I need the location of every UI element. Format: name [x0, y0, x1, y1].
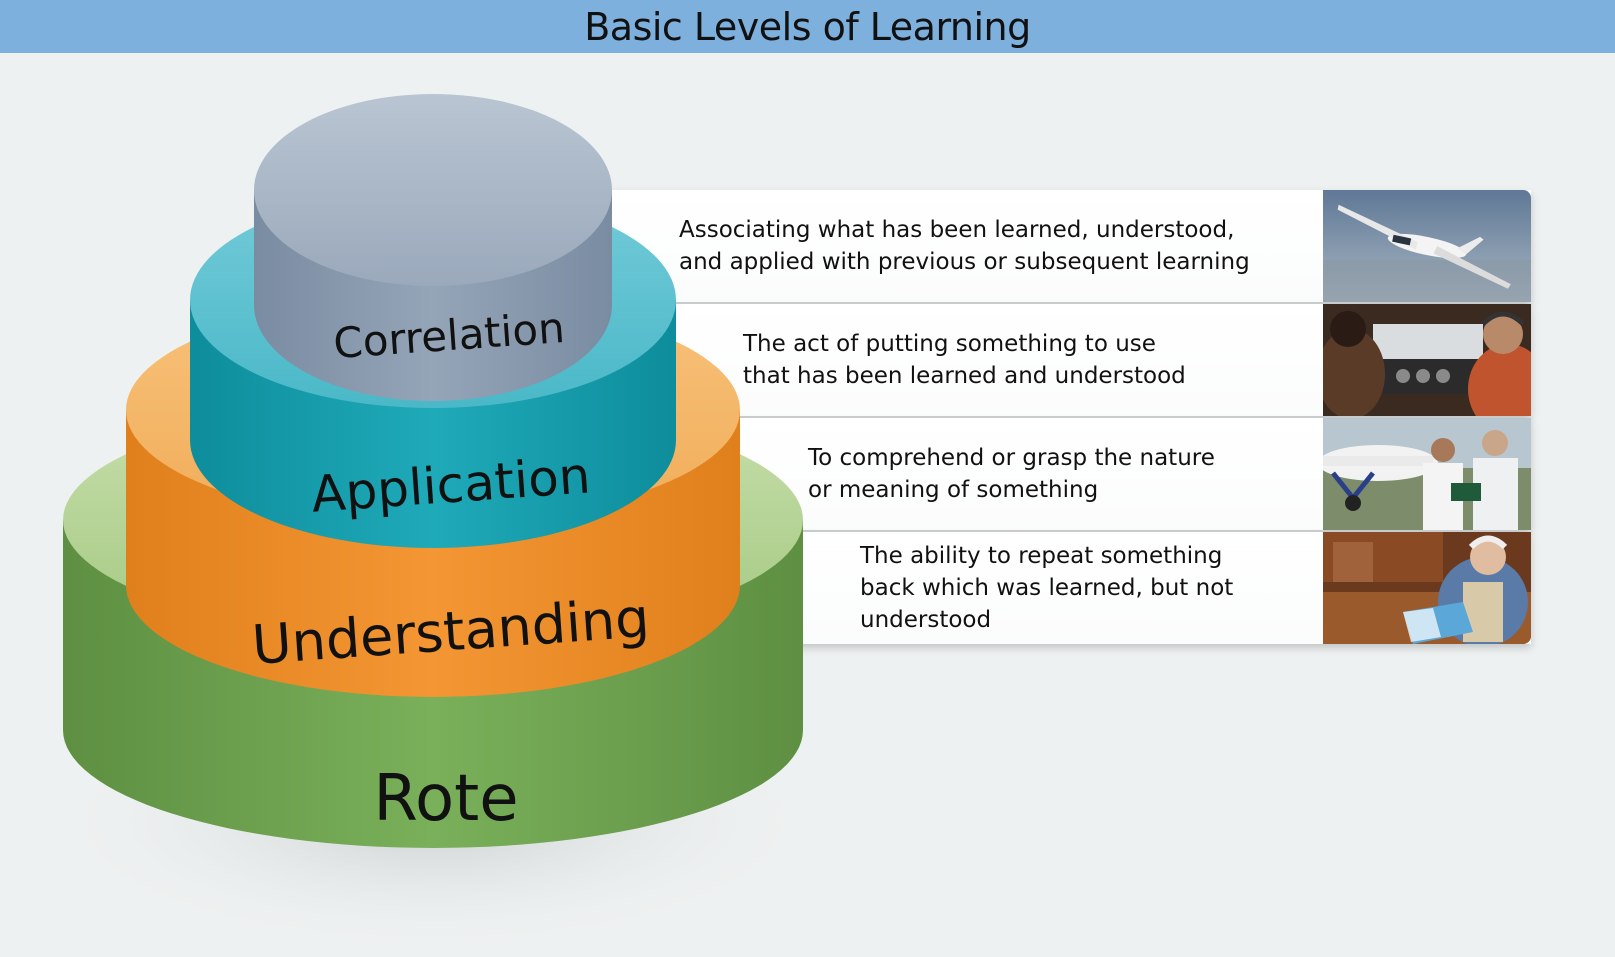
title-bar: Basic Levels of Learning: [0, 0, 1615, 53]
description-understanding: To comprehend or grasp the nature or mea…: [808, 445, 1215, 503]
instructor-student-airplane-photo: [1323, 418, 1531, 530]
diagram-title: Basic Levels of Learning: [584, 4, 1031, 49]
cylinder-correlation: [254, 94, 612, 401]
description-rote: The ability to repeat something back whi…: [860, 543, 1234, 633]
cockpit-pilots-photo: [1323, 304, 1531, 416]
airplane-in-flight-photo: [1323, 190, 1531, 302]
label-rote: Rote: [373, 762, 518, 836]
description-correlation: Associating what has been learned, under…: [679, 217, 1250, 275]
man-reading-book-photo: [1323, 532, 1531, 644]
description-application: The act of putting something to use that…: [743, 331, 1186, 389]
